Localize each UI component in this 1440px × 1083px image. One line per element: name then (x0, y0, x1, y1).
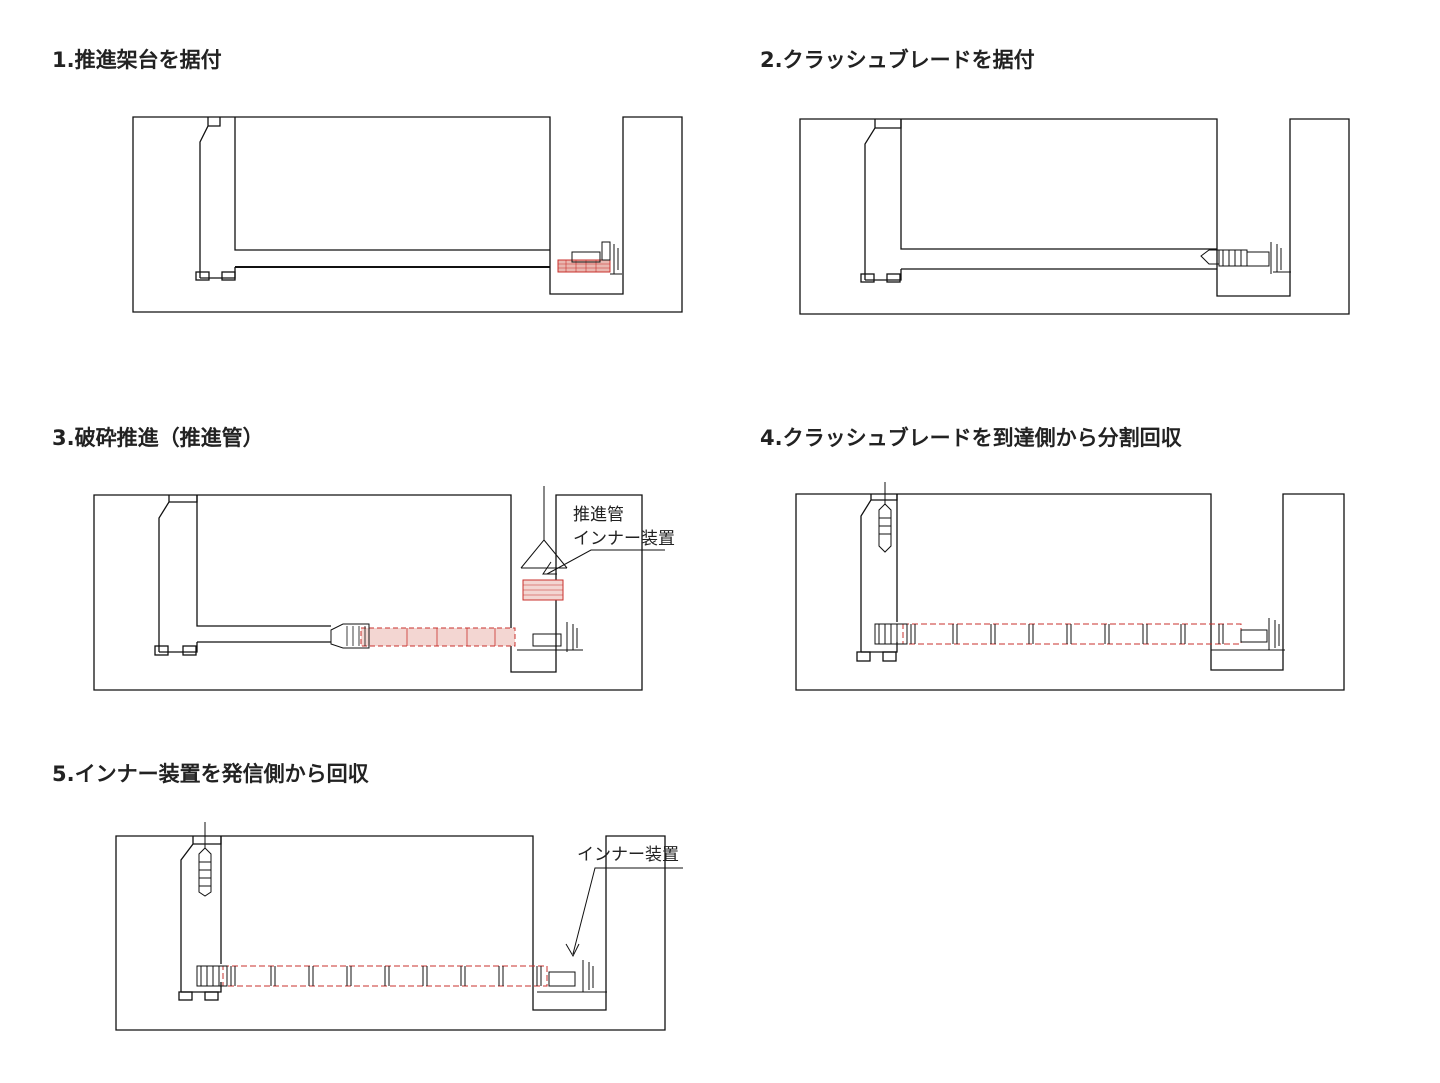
ground-outline (93, 494, 643, 691)
step-4-diagram (793, 482, 1349, 694)
jacking-stand (557, 241, 622, 275)
start-wall (158, 495, 198, 653)
start-wall (864, 119, 902, 281)
step-4-title: 4.クラッシュブレードを到達側から分割回収 (760, 426, 1182, 450)
ground-outline (132, 116, 683, 313)
ground-outline (799, 118, 1350, 315)
start-wall (199, 117, 236, 279)
step-3-diagram: 推進管 インナー装置 (91, 482, 681, 694)
pipe-train (330, 623, 516, 649)
crush-blade (1200, 242, 1291, 274)
jacking-stand (517, 622, 583, 652)
inner-label: インナー装置 (577, 845, 679, 865)
inner-label: インナー装置 (573, 529, 675, 549)
jacking-stand (1211, 618, 1285, 651)
inner-lift (198, 822, 212, 897)
step-5-title: 5.インナー装置を発信側から回収 (52, 762, 369, 786)
step-1-title: 1.推進架台を据付 (52, 48, 222, 72)
blade-lift (878, 482, 892, 553)
pipe-label: 推進管 (573, 505, 624, 525)
pipe-train (196, 965, 548, 987)
step-5-diagram: インナー装置 (113, 820, 703, 1034)
step-2-title: 2.クラッシュブレードを据付 (760, 48, 1035, 72)
tunnel-top (196, 495, 331, 627)
crane-pipe (520, 486, 568, 601)
tunnel-top (900, 119, 1217, 250)
jacking-stand (537, 960, 607, 993)
pipe-train (874, 623, 1242, 645)
ground-outline (115, 835, 666, 1031)
step-1-diagram (130, 114, 686, 316)
tunnel-top (234, 117, 550, 251)
step-2-diagram (797, 116, 1353, 318)
ground-outline (795, 493, 1345, 691)
step-3-title: 3.破砕推進（推進管） (52, 426, 264, 450)
